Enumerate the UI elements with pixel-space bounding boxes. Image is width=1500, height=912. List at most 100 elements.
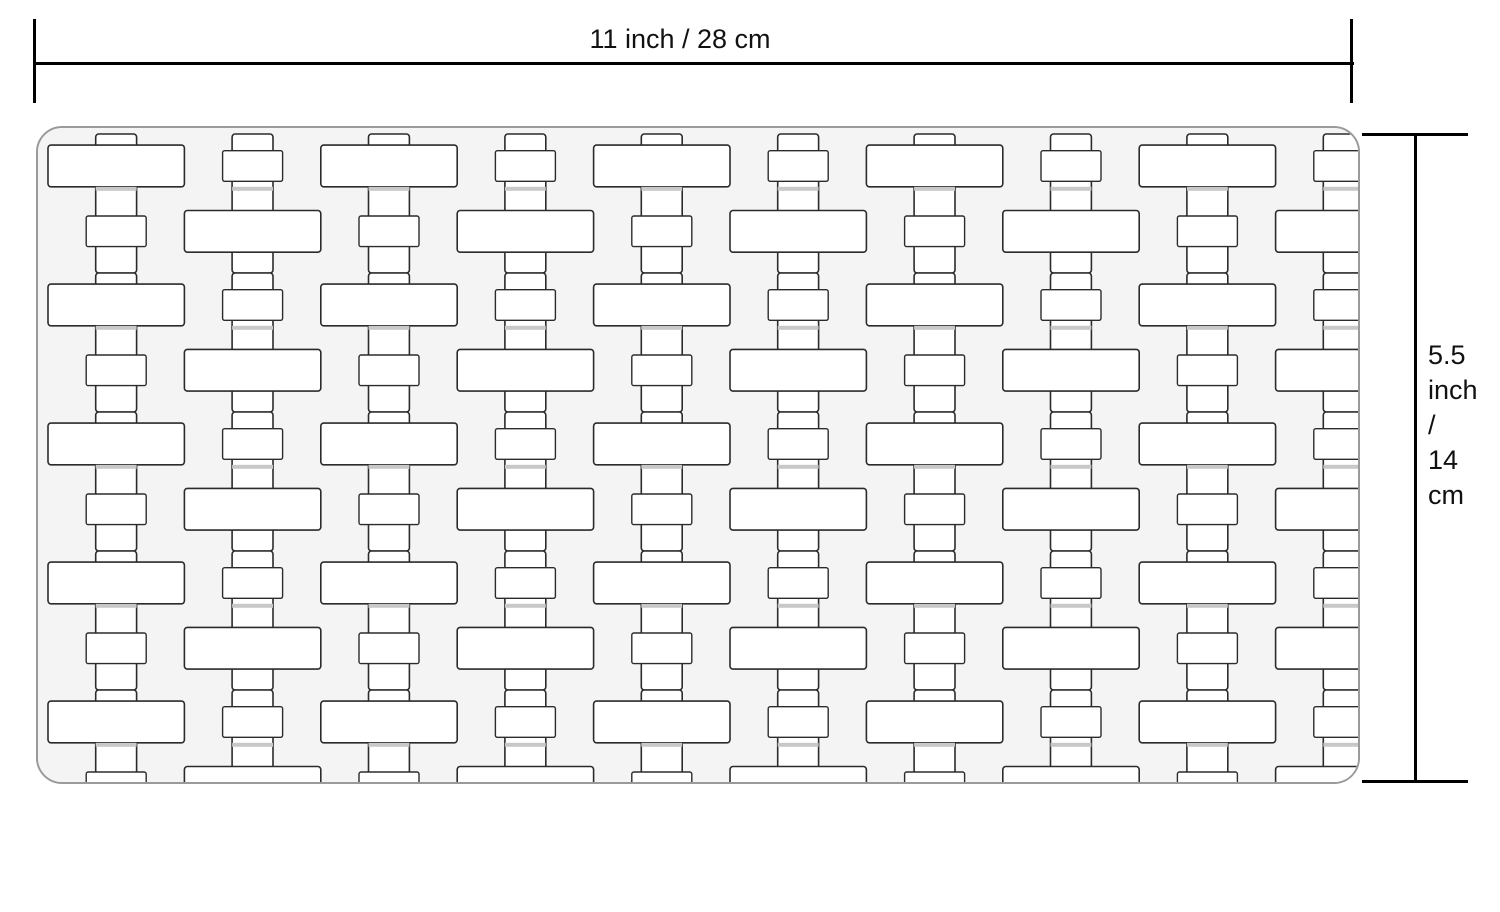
weave-strip-32 [1050, 186, 1092, 191]
weave-strip-52 [368, 325, 410, 330]
weave-strip-147 [903, 632, 966, 665]
weave-strip-82 [47, 422, 186, 466]
weave-strip-15 [494, 150, 557, 183]
weave-strip-19 [631, 215, 693, 248]
weave-strip-64 [777, 325, 819, 330]
weave-strip-12 [368, 186, 410, 191]
weave-strip-60 [641, 325, 683, 330]
weave-strip-182 [729, 765, 868, 782]
weave-strip-39 [1313, 150, 1358, 182]
weave-strip-76 [1186, 325, 1228, 330]
weave-strip-158 [1274, 626, 1358, 670]
weave-strip-110 [1001, 487, 1140, 531]
weave-strip-191 [1040, 706, 1102, 739]
weave-strip-130 [319, 561, 458, 605]
weave-strip-22 [729, 209, 868, 254]
weave-strip-16 [504, 186, 546, 191]
weave-strip-68 [914, 325, 955, 330]
weave-strip-7 [221, 150, 284, 183]
weave-strip-30 [1001, 209, 1140, 254]
weave-strip-192 [1050, 742, 1092, 747]
weave-strip-34 [1138, 144, 1277, 188]
weave-strip-164 [95, 742, 137, 747]
weave-strip-106 [865, 422, 1004, 466]
weave-strip-166 [183, 765, 322, 782]
weave-strip-167 [221, 706, 284, 739]
weave-strip-72 [1050, 325, 1092, 330]
width-dimension: 11 inch / 28 cm [0, 0, 1500, 110]
weave-strip-79 [1313, 289, 1358, 321]
weave-strip-160 [1323, 603, 1358, 608]
weave-strip-127 [221, 567, 284, 600]
weave-strip-36 [1186, 186, 1228, 191]
weave-strip-151 [1040, 567, 1102, 600]
weave-strip-46 [183, 348, 322, 392]
weave-strip-184 [777, 742, 819, 747]
weave-strip-23 [767, 150, 829, 183]
weave-strip-58 [592, 283, 731, 327]
weave-strip-70 [1001, 348, 1140, 392]
weave-strip-124 [95, 603, 137, 608]
weave-strip-108 [914, 464, 955, 469]
weave-strip-131 [358, 632, 420, 665]
weave-strip-27 [903, 215, 966, 248]
width-dimension-right-tick [1350, 19, 1353, 103]
weave-strip-42 [47, 283, 186, 327]
weave-strip-8 [232, 186, 273, 191]
weave-strip-74 [1138, 283, 1277, 327]
weave-strip-126 [183, 626, 322, 670]
weave-strip-168 [232, 742, 273, 747]
weave-strip-156 [1186, 603, 1228, 608]
weave-strip-90 [319, 422, 458, 466]
weave-strip-3 [85, 215, 147, 248]
weave-strip-170 [319, 700, 458, 744]
weave-strip-179 [631, 771, 693, 782]
weave-strip-87 [221, 428, 284, 461]
weave-strip-78 [1274, 348, 1358, 392]
weave-strip-139 [631, 632, 693, 665]
weave-strip-116 [1186, 464, 1228, 469]
weave-strip-120 [1323, 464, 1358, 469]
width-dimension-line [34, 62, 1354, 65]
weave-strip-107 [903, 493, 966, 526]
weave-strip-104 [777, 464, 819, 469]
weave-strip-199 [1313, 706, 1358, 738]
basket-weave-pattern [38, 128, 1358, 782]
weave-strip-148 [914, 603, 955, 608]
weave-strip-174 [456, 765, 595, 782]
weave-strip-152 [1050, 603, 1092, 608]
weave-strip-66 [865, 283, 1004, 327]
weave-strip-135 [494, 567, 557, 600]
weave-strip-88 [232, 464, 273, 469]
weave-strip-31 [1040, 150, 1102, 183]
weave-strip-200 [1323, 742, 1358, 747]
weave-strip-143 [767, 567, 829, 600]
weave-strip-172 [368, 742, 410, 747]
weave-strip-99 [631, 493, 693, 526]
weave-strip-56 [504, 325, 546, 330]
weave-strip-38 [1274, 209, 1358, 253]
weave-strip-144 [777, 603, 819, 608]
weave-strip-20 [641, 186, 683, 191]
weave-strip-75 [1176, 354, 1239, 387]
width-dimension-left-tick [33, 19, 36, 103]
weave-strip-44 [95, 325, 137, 330]
weave-strip-14 [456, 209, 595, 254]
weave-strip-175 [494, 706, 557, 739]
weave-strip-6 [183, 209, 322, 254]
weave-strip-178 [592, 700, 731, 744]
weave-strip-47 [221, 288, 284, 321]
weave-strip-146 [865, 561, 1004, 605]
weave-strip-122 [47, 561, 186, 605]
weave-strip-98 [592, 422, 731, 466]
weave-strip-62 [729, 348, 868, 392]
weave-strip-136 [504, 603, 546, 608]
weave-strip-10 [319, 144, 458, 188]
weave-strip-103 [767, 428, 829, 461]
weave-strip-28 [914, 186, 955, 191]
weave-strip-154 [1138, 561, 1277, 605]
weave-strip-134 [456, 626, 595, 670]
weave-strip-119 [1313, 428, 1358, 460]
weave-strip-183 [767, 706, 829, 739]
weave-strip-51 [358, 354, 420, 387]
